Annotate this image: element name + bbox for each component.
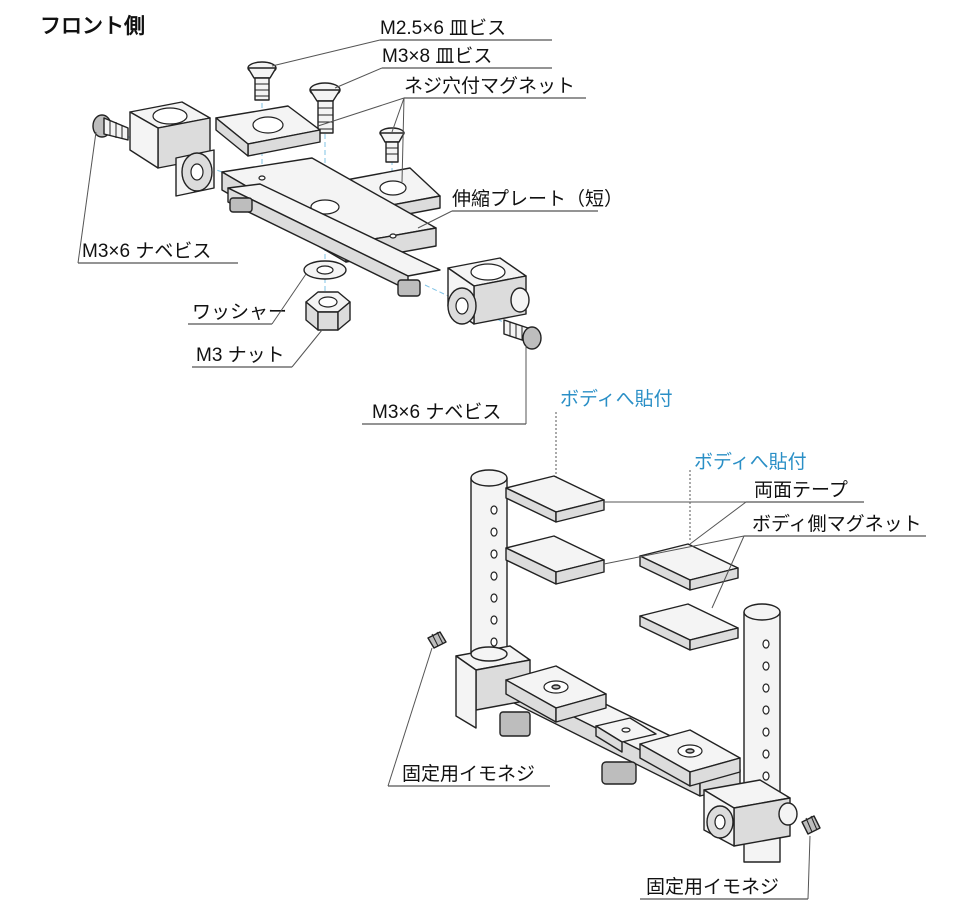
label-body-side-magnet: ボディ側マグネット <box>752 513 922 535</box>
right-clamp-block <box>447 257 530 325</box>
label-m25x6-flat-screw: M2.5×6 皿ビス <box>380 17 506 39</box>
lower-assembled-view <box>427 412 821 863</box>
washer <box>303 260 347 280</box>
body-side-magnet-right-upper <box>639 543 739 591</box>
label-attach-to-body-1: ボディへ貼付 <box>560 388 673 410</box>
set-screw-left <box>427 631 447 649</box>
right-small-flat-screw <box>379 127 405 163</box>
label-extension-plate-short: 伸縮プレート（短） <box>452 188 623 210</box>
m3x6-pan-screw-left <box>92 114 129 141</box>
label-m3-nut: M3 ナット <box>196 345 285 366</box>
assembled-nut <box>601 761 637 785</box>
set-screw-right <box>801 815 821 835</box>
label-m3x6-pan-screw-right: M3×6 ナベビス <box>372 401 501 423</box>
extension-bar-lower <box>227 183 441 297</box>
label-set-screw-2: 固定用イモネジ <box>646 876 779 898</box>
diagram-title: フロント側 <box>40 15 145 38</box>
label-washer: ワッシャー <box>192 302 287 323</box>
label-attach-to-body-2: ボディへ貼付 <box>694 451 807 473</box>
threaded-magnet-left <box>215 105 321 157</box>
upper-exploded-assembly <box>92 61 542 350</box>
label-m3x6-pan-screw-left: M3×6 ナベビス <box>82 240 211 262</box>
assembled-magnet-right <box>639 729 741 787</box>
assembled-magnet-left <box>505 665 607 723</box>
label-m3x8-flat-screw: M3×8 皿ビス <box>382 45 492 67</box>
assembled-magnet-center <box>595 717 657 753</box>
m25x6-flat-screw <box>247 61 277 101</box>
double-sided-tape-left <box>505 475 605 523</box>
assembled-right-clamp <box>703 779 798 847</box>
body-side-magnet-right-lower <box>639 603 739 651</box>
left-clamp-block <box>129 101 215 197</box>
m3x6-pan-screw-right <box>503 319 542 350</box>
label-set-screw-1: 固定用イモネジ <box>402 763 535 785</box>
label-threaded-magnet: ネジ穴付マグネット <box>404 75 575 97</box>
assembled-left-clamp <box>455 645 531 737</box>
label-double-sided-tape: 両面テープ <box>754 479 848 501</box>
m3-nut <box>305 291 351 331</box>
left-body-post <box>470 469 508 669</box>
body-side-magnet-left <box>505 535 605 585</box>
